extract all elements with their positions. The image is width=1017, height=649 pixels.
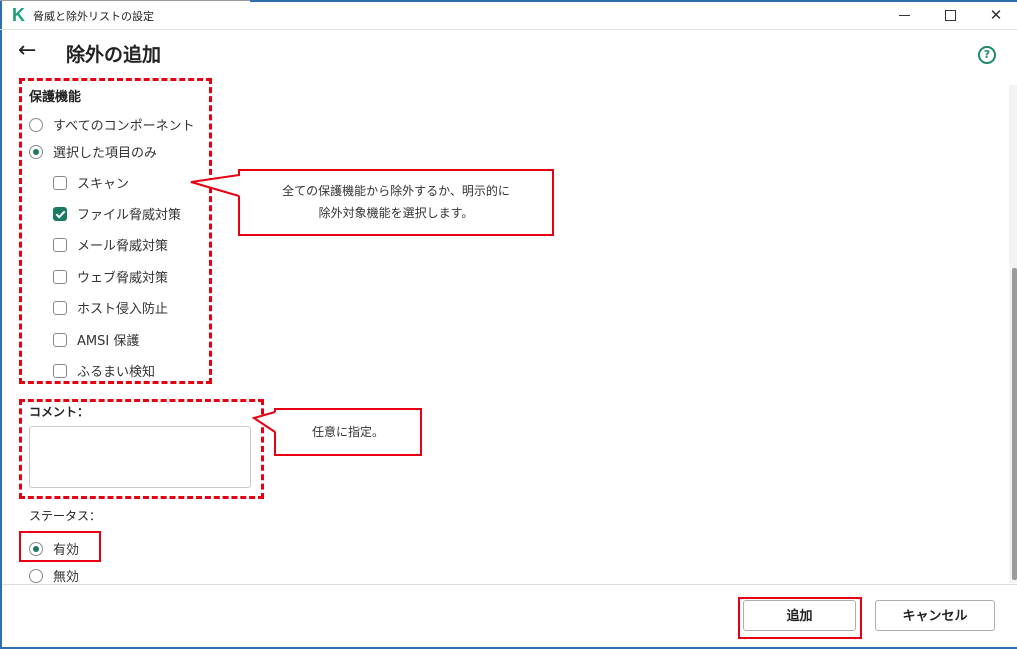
checkbox-label: ホスト侵入防止 [77, 302, 169, 317]
protection-label: 保護機能 [29, 90, 82, 105]
checkbox-label: ファイル脅威対策 [77, 208, 182, 223]
callout-text-line1: 全ての保護機能から除外するか、明示的に [282, 184, 510, 198]
checkbox-label: ウェブ脅威対策 [77, 271, 169, 286]
checkbox-label: メール脅威対策 [77, 239, 169, 254]
radio-selected-only[interactable]: 選択した項目のみ [29, 142, 157, 161]
checkbox[interactable] [53, 332, 67, 347]
radio-status-disabled[interactable]: 無効 [29, 566, 79, 585]
checkbox-behavior-detection[interactable]: ふるまい検知 [53, 361, 155, 380]
radio-status-enabled[interactable]: 有効 [29, 539, 79, 558]
checkbox-amsi-protection[interactable]: AMSI 保護 [53, 330, 139, 349]
radio-label: 有効 [53, 543, 80, 558]
comment-callout: 任意に指定。 [274, 408, 422, 456]
comment-highlight-box [19, 399, 264, 499]
comment-label: コメント： [29, 405, 90, 419]
radio-button[interactable] [29, 568, 43, 583]
window-title: 脅威と除外リストの設定 [33, 10, 154, 23]
minimize-icon [898, 15, 910, 16]
back-arrow-icon[interactable]: ← [18, 38, 37, 63]
help-icon[interactable]: ? [978, 46, 996, 64]
checkbox-label: ふるまい検知 [77, 365, 156, 380]
window-edge [0, 0, 250, 1]
add-button-highlight-box [738, 597, 862, 639]
window-edge-active [250, 0, 1017, 2]
page-title: 除外の追加 [66, 44, 162, 66]
maximize-icon [944, 10, 956, 21]
checkbox[interactable] [53, 237, 67, 252]
checkbox-host-intrusion-prevention[interactable]: ホスト侵入防止 [53, 298, 168, 317]
checkbox[interactable] [53, 363, 67, 378]
radio-button[interactable] [29, 117, 43, 132]
checkbox[interactable] [53, 300, 67, 315]
kaspersky-logo-icon: K [12, 5, 25, 25]
checkbox[interactable] [53, 206, 67, 221]
maximize-button[interactable] [928, 3, 972, 27]
checkbox-web-threat-protection[interactable]: ウェブ脅威対策 [53, 267, 168, 286]
scrollbar-thumb[interactable] [1012, 268, 1017, 580]
footer-divider [2, 584, 1017, 585]
radio-all-components[interactable]: すべてのコンポーネント [29, 115, 195, 134]
comment-input[interactable] [29, 426, 251, 488]
checkbox-label: AMSI 保護 [77, 334, 140, 349]
protection-callout-tail [190, 174, 240, 197]
checkbox-scan[interactable]: スキャン [53, 173, 129, 192]
protection-callout: 全ての保護機能から除外するか、明示的に 除外対象機能を選択します。 [238, 169, 554, 236]
radio-button[interactable] [29, 144, 43, 159]
radio-label: 選択した項目のみ [53, 146, 158, 161]
radio-button[interactable] [29, 541, 43, 556]
minimize-button[interactable] [882, 3, 926, 27]
protection-highlight-box [19, 78, 212, 384]
radio-label: 無効 [53, 570, 80, 585]
close-button[interactable]: ✕ [974, 3, 1017, 27]
add-button[interactable]: 追加 [743, 600, 856, 631]
cancel-button[interactable]: キャンセル [875, 600, 995, 631]
checkbox-label: スキャン [77, 177, 130, 192]
comment-callout-tail [252, 411, 276, 433]
checkbox-mail-threat-protection[interactable]: メール脅威対策 [53, 235, 168, 254]
radio-label: すべてのコンポーネント [53, 119, 195, 134]
close-icon: ✕ [989, 6, 1003, 24]
status-enabled-highlight-box [19, 531, 101, 562]
checkbox[interactable] [53, 269, 67, 284]
callout-text-line2: 除外対象機能を選択します。 [318, 206, 474, 220]
title-bar: K 脅威と除外リストの設定 ✕ [0, 0, 1017, 30]
checkbox[interactable] [53, 175, 67, 190]
checkbox-file-threat-protection[interactable]: ファイル脅威対策 [53, 204, 181, 223]
status-label: ステータス： [29, 509, 102, 523]
